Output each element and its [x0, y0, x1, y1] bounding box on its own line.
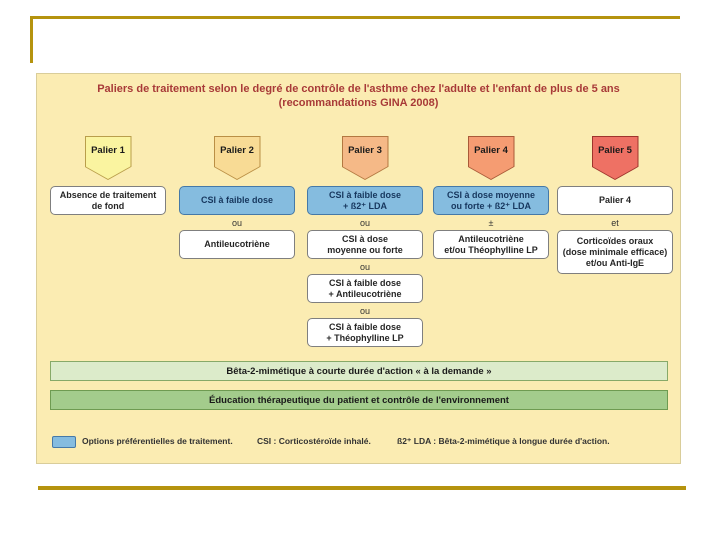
palier-badge-fill: [342, 137, 388, 179]
palier-badge-label: Palier 4: [474, 145, 508, 156]
palier-badge: Palier 3: [341, 136, 389, 180]
palier-badge: Palier 1: [84, 136, 132, 180]
connector-label: ±: [488, 217, 494, 228]
palier-column-1: Palier 1 Absence de traitement de fond: [50, 136, 166, 215]
preferred-options-swatch: [52, 436, 76, 448]
palier-badge-fill: [85, 137, 131, 179]
palier-badge: Palier 4: [467, 136, 515, 180]
palier-badge-fill: [592, 137, 638, 179]
treatment-box: Corticoïdes oraux (dose minimale efficac…: [557, 230, 673, 274]
treatment-box: Palier 4: [557, 186, 673, 215]
legend-label-csi: CSI : Corticostéroïde inhalé.: [257, 436, 371, 446]
title-placeholder-left-rule: [30, 16, 33, 63]
treatment-box: Absence de traitement de fond: [50, 186, 166, 215]
treatment-box: CSI à dose moyenne ou forte: [307, 230, 423, 259]
diagram-title-line2: (recommandations GINA 2008): [278, 96, 439, 109]
palier-badge-fill: [468, 137, 514, 179]
treatment-box: Antileucotriène et/ou Théophylline LP: [433, 230, 549, 259]
treatment-box: CSI à dose moyenne ou forte + ß2⁺ LDA: [433, 186, 549, 215]
diagram-title: Paliers de traitement selon le degré de …: [37, 83, 680, 110]
reliever-bar: Bêta-2-mimétique à courte durée d'action…: [50, 361, 668, 381]
palier-badge-label: Palier 1: [91, 145, 125, 156]
diagram-panel: Paliers de traitement selon le degré de …: [36, 73, 681, 464]
treatment-box: CSI à faible dose + Théophylline LP: [307, 318, 423, 347]
palier-badge: Palier 5: [591, 136, 639, 180]
palier-column-4: Palier 4 CSI à dose moyenne ou forte + ß2…: [433, 136, 549, 259]
connector-label: ou: [359, 217, 370, 228]
education-bar: Éducation thérapeutique du patient et co…: [50, 390, 668, 410]
diagram-title-line1: Paliers de traitement selon le degré de …: [97, 83, 620, 95]
legend-label-b2: ß2⁺ LDA : Bêta-2-mimétique à longue duré…: [397, 436, 610, 446]
connector-label: ou: [359, 261, 370, 272]
palier-badge-label: Palier 2: [220, 145, 254, 156]
title-placeholder-top-rule: [30, 16, 680, 19]
connector-label: ou: [359, 305, 370, 316]
treatment-box: Antileucotriène: [179, 230, 295, 259]
bottom-rule: [38, 486, 686, 490]
palier-badge-label: Palier 3: [348, 145, 382, 156]
palier-badge-fill: [214, 137, 260, 179]
connector-label: et: [611, 217, 619, 228]
palier-badge: Palier 2: [213, 136, 261, 180]
treatment-box: CSI à faible dose + ß2⁺ LDA: [307, 186, 423, 215]
treatment-box: CSI à faible dose: [179, 186, 295, 215]
connector-label: ou: [231, 217, 242, 228]
treatment-box: CSI à faible dose + Antileucotriène: [307, 274, 423, 303]
treatment-stack: CSI à dose moyenne ou forte + ß2⁺ LDA ± An…: [433, 186, 549, 259]
legend-label-options: Options préférentielles de traitement.: [82, 436, 233, 446]
treatment-stack: Absence de traitement de fond: [50, 186, 166, 215]
legend: Options préférentielles de traitement. C…: [50, 432, 674, 450]
palier-badge-label: Palier 5: [598, 145, 632, 156]
